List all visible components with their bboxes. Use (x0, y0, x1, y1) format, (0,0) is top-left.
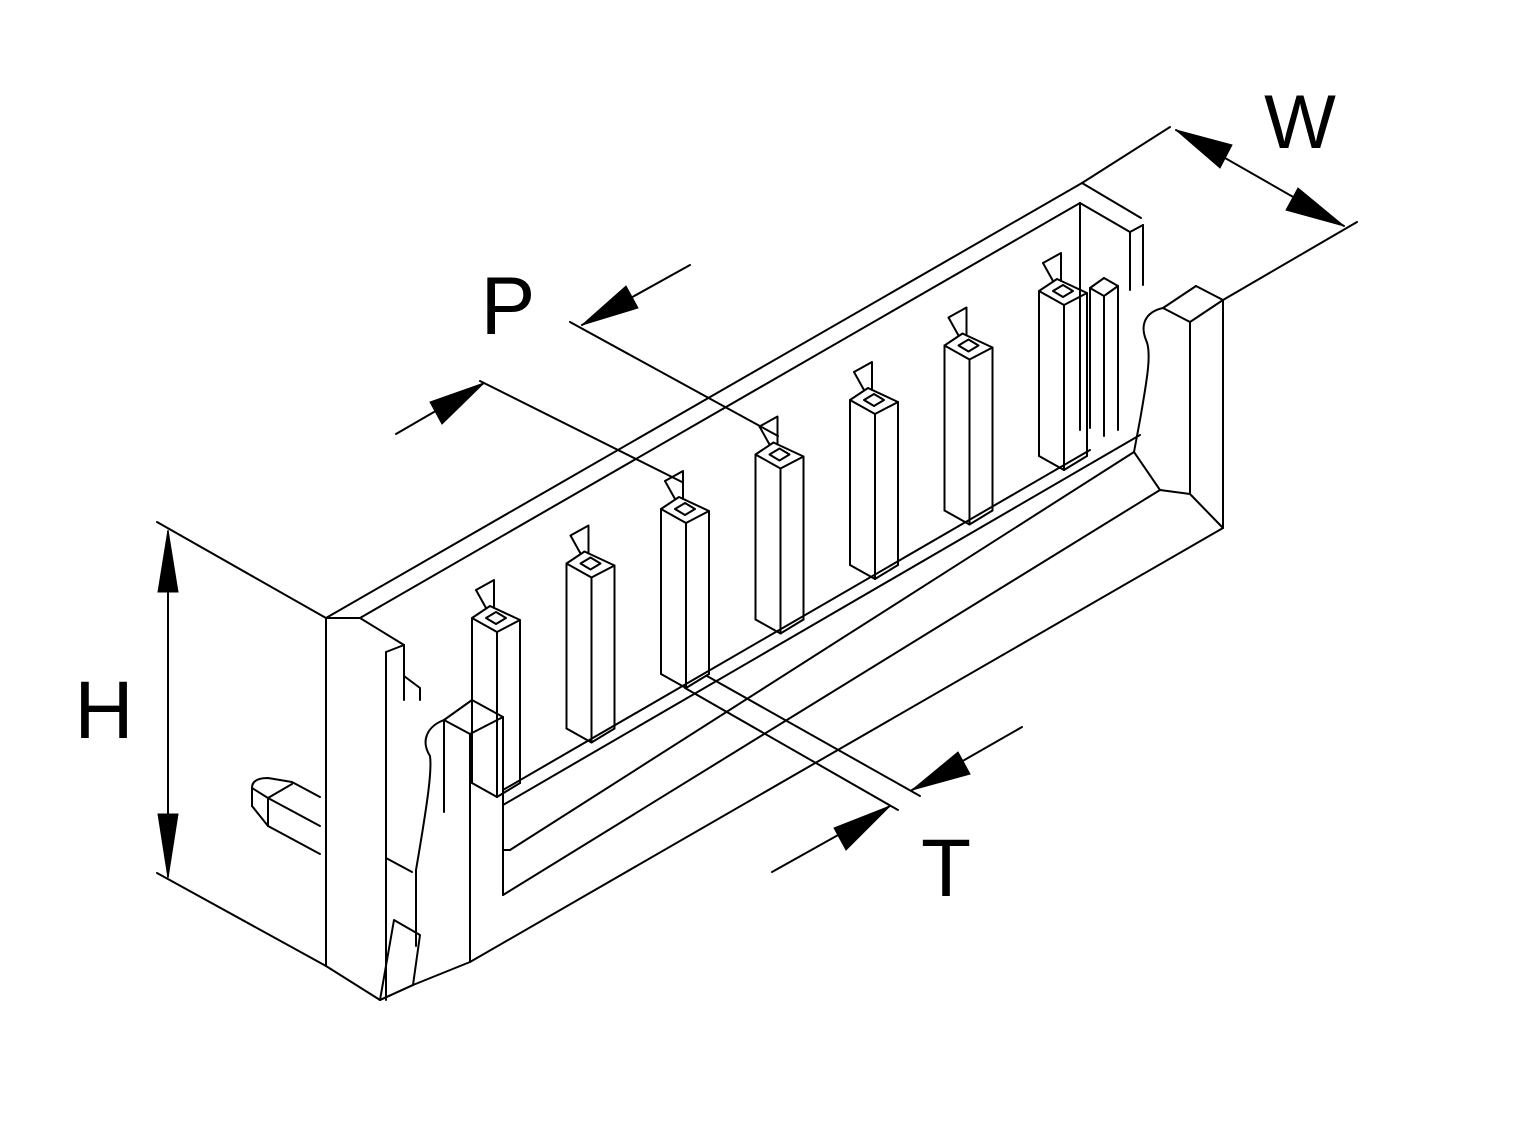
pins (471, 252, 1088, 798)
housing-body (251, 182, 1224, 1001)
dimension-t: T (684, 675, 1023, 914)
dimension-h: H (74, 521, 327, 967)
dimension-p-label: P (481, 261, 536, 352)
pin (943, 306, 994, 526)
dimension-h-label: H (74, 665, 133, 756)
pin (1038, 252, 1088, 471)
pin (849, 361, 899, 580)
pin (754, 415, 805, 635)
dimension-w: W (1081, 80, 1358, 301)
pin (660, 470, 710, 689)
dimension-t-label: T (921, 823, 971, 914)
dimension-w-label: W (1264, 80, 1336, 165)
pin (471, 579, 521, 798)
pin (565, 524, 616, 744)
dimension-p: P (395, 261, 779, 483)
